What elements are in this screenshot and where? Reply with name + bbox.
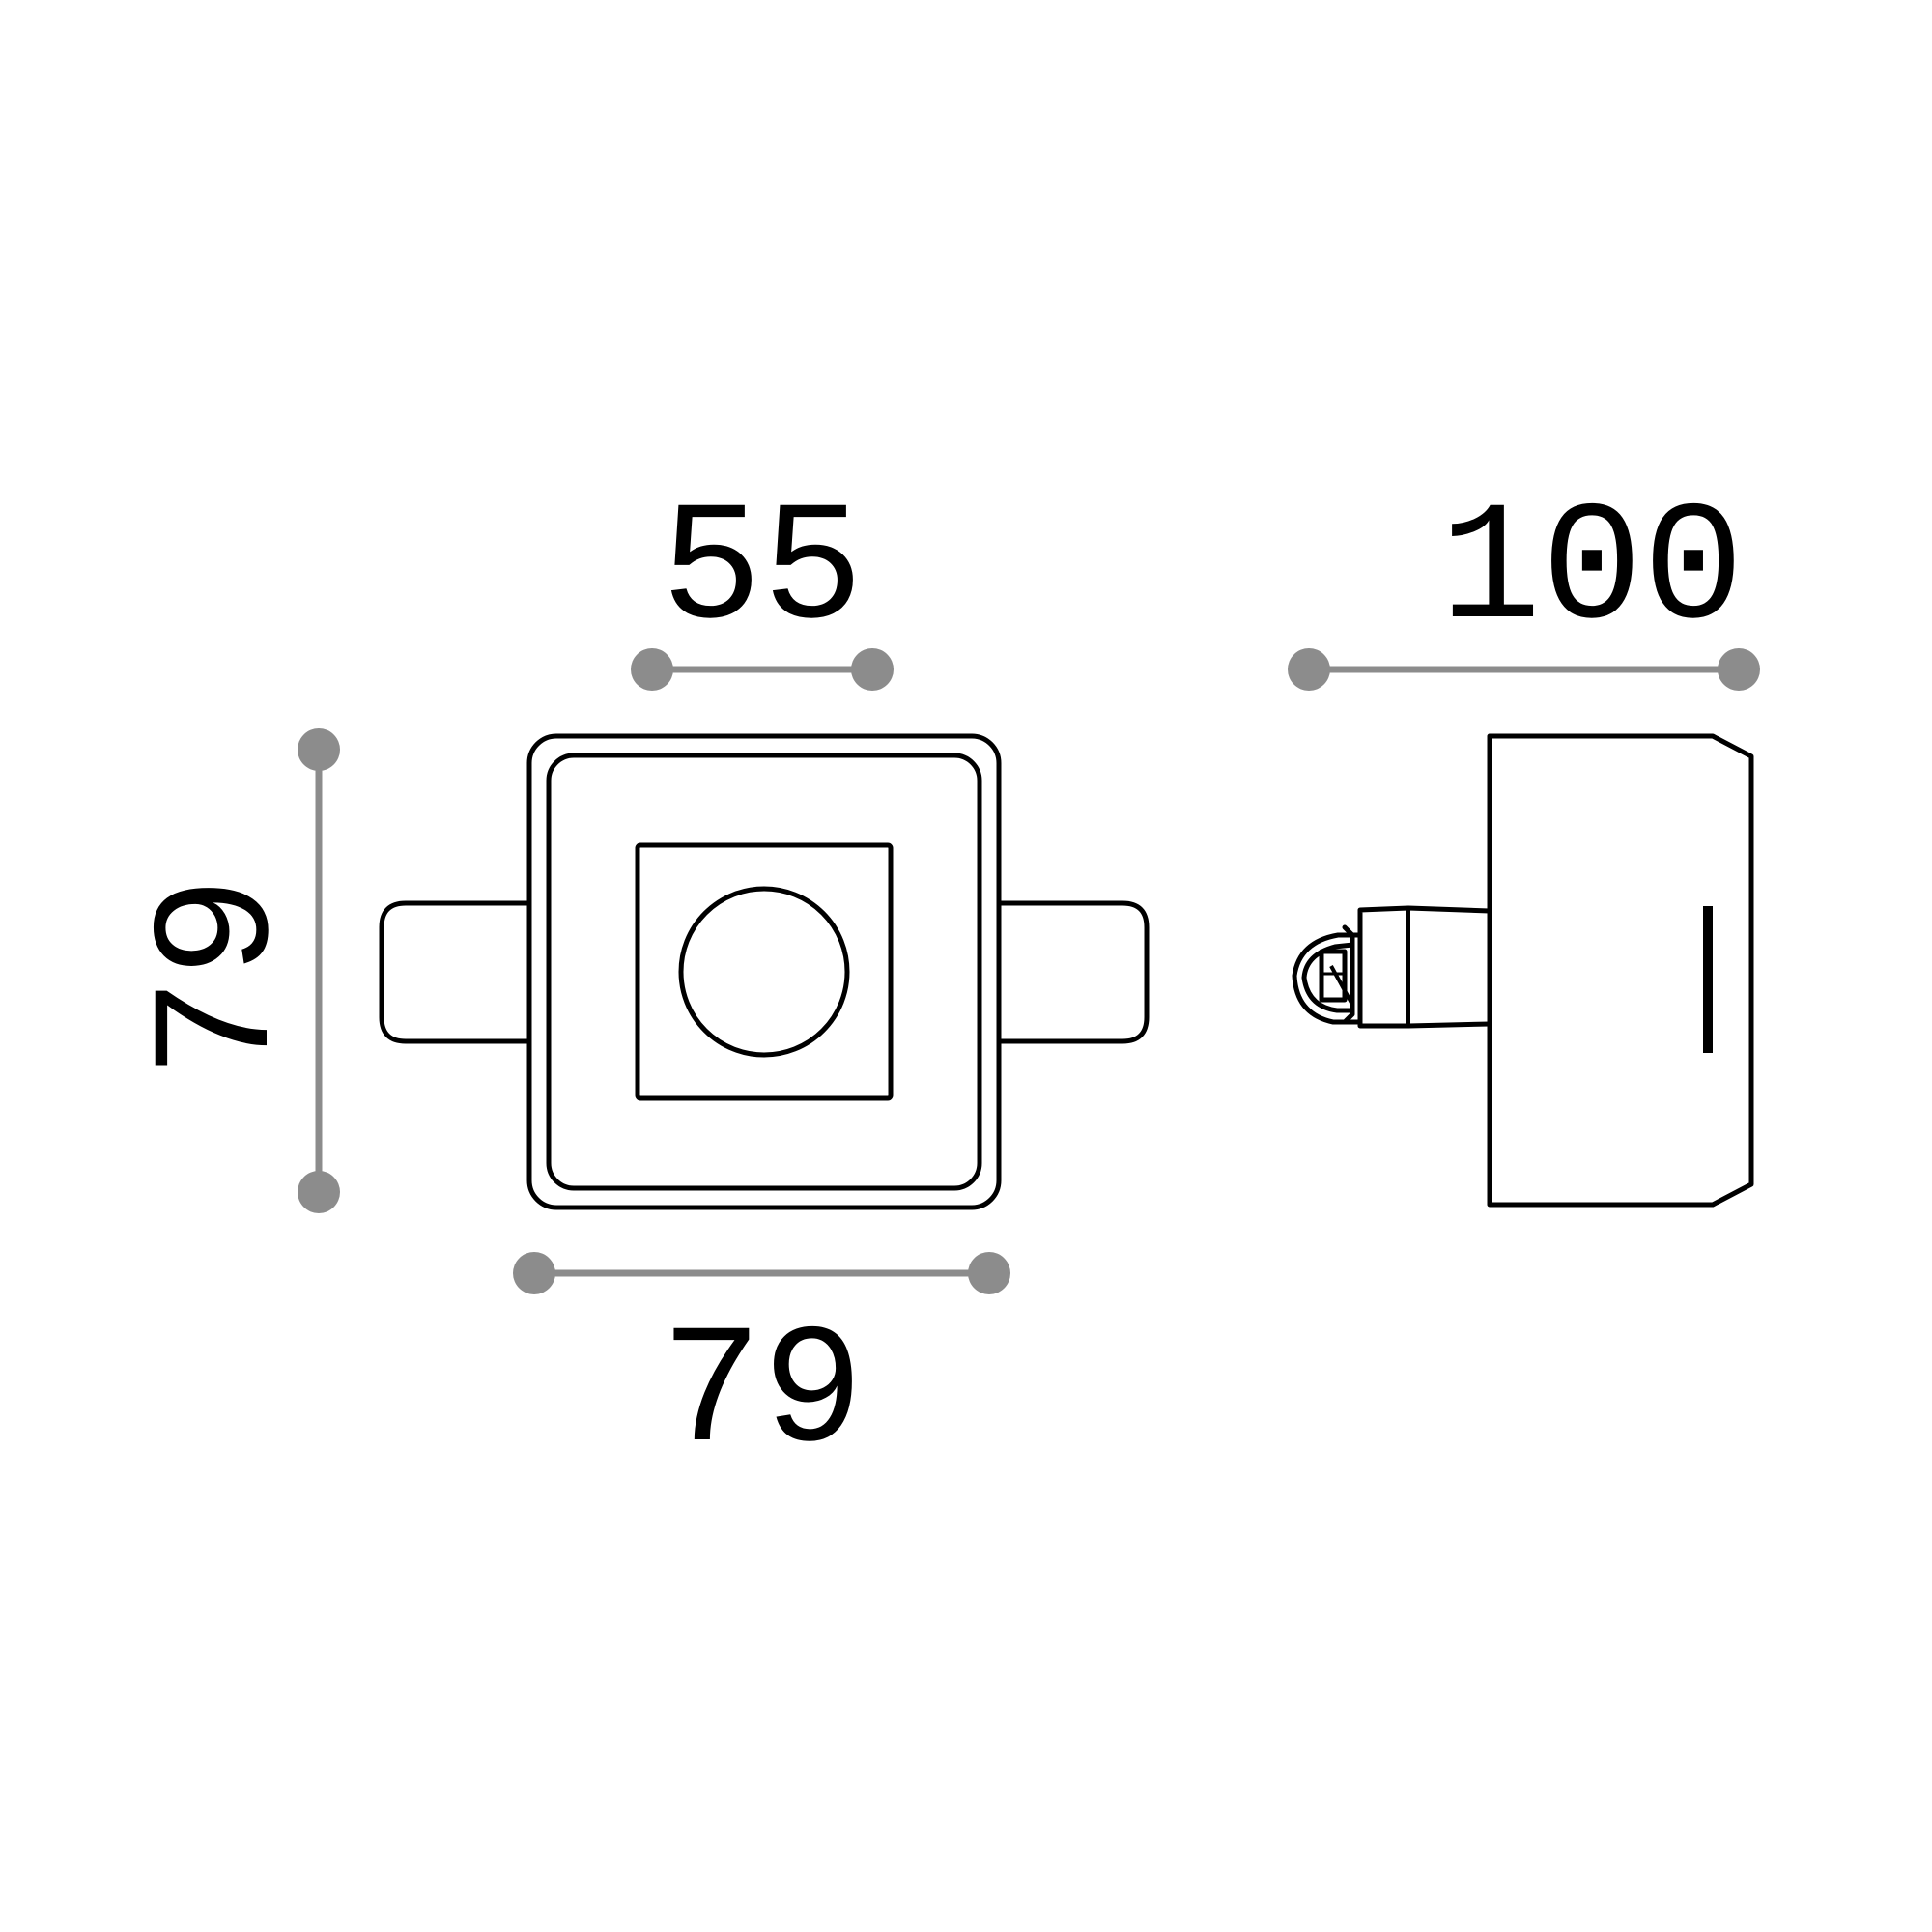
right-clip (996, 900, 1150, 1044)
dimension-depth: 100 (1288, 475, 1760, 691)
front-view (379, 733, 1150, 1210)
side-body (1487, 733, 1754, 1208)
terminal-hook (1292, 924, 1363, 1025)
lamp-circle (678, 886, 850, 1058)
dimension-label-width-bottom: 79 (661, 1298, 864, 1491)
dimension-endpoint (1718, 648, 1760, 691)
dimension-width-bottom: 79 (513, 1252, 1010, 1491)
dimension-endpoint (513, 1252, 555, 1294)
side-view (1292, 733, 1754, 1208)
dimension-label-height-left: 79 (126, 876, 318, 1079)
dimension-endpoint (851, 648, 894, 691)
dimension-height-left: 79 (126, 728, 340, 1213)
left-clip (379, 900, 532, 1044)
lamp-square (635, 842, 894, 1101)
dimension-endpoint (631, 648, 673, 691)
inner-frame (546, 753, 982, 1191)
outer-frame (526, 733, 1002, 1210)
dimension-endpoint (1288, 648, 1330, 691)
dimension-endpoint (968, 1252, 1010, 1294)
dimension-label-width-top: 55 (661, 475, 864, 668)
dimension-label-depth: 100 (1439, 475, 1744, 668)
dimension-width-top: 55 (631, 475, 894, 691)
dimension-endpoint (298, 1171, 340, 1213)
connector-block (1357, 905, 1492, 1029)
dimension-endpoint (298, 728, 340, 771)
